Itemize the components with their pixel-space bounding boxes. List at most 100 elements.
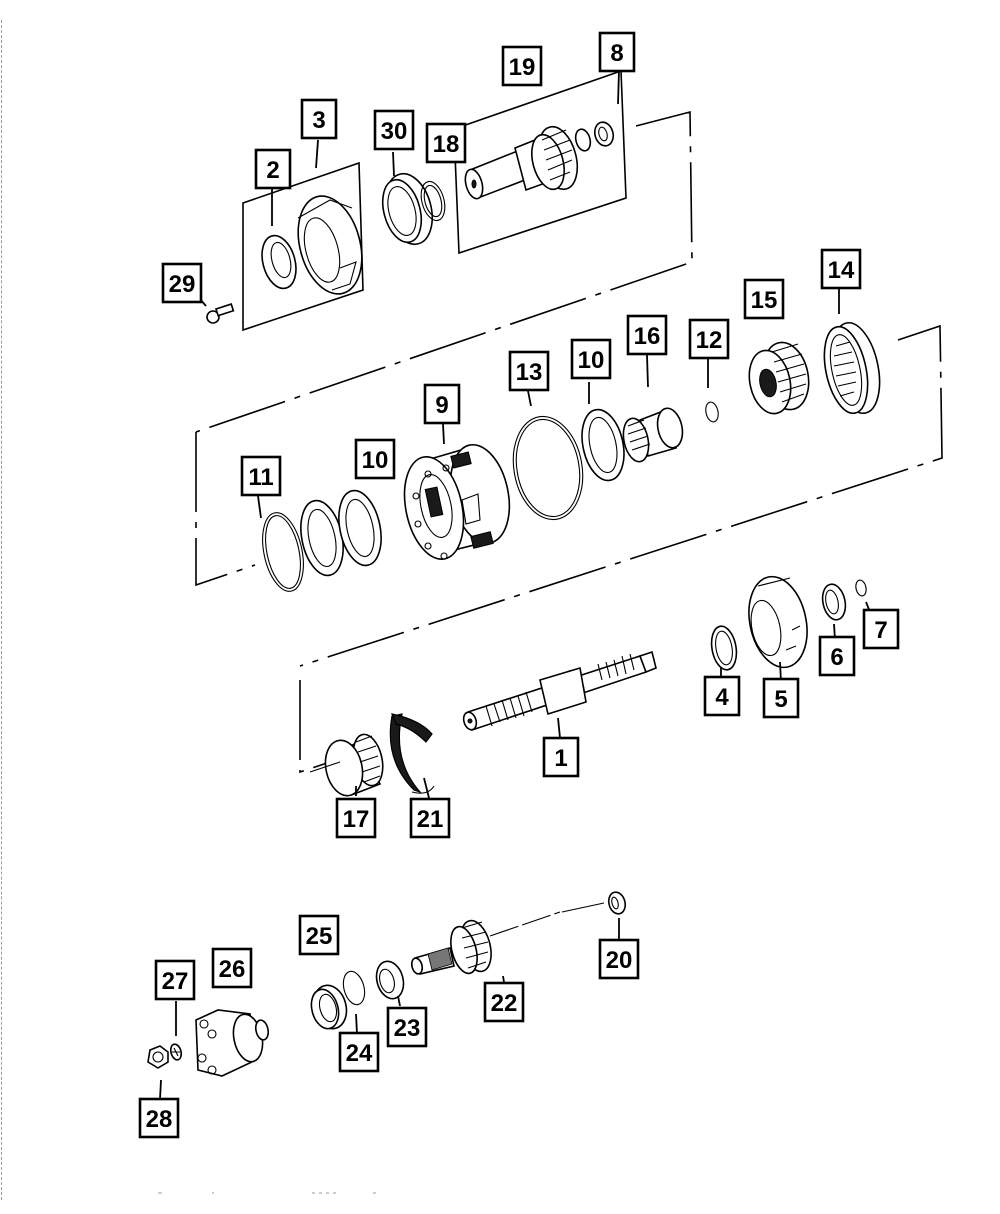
leader-13	[527, 390, 532, 407]
callout-20-label: 20	[606, 947, 633, 974]
callout-10b[interactable]: 10	[354, 438, 396, 480]
callout-28[interactable]: 28	[138, 1097, 180, 1139]
callout-24[interactable]: 24	[338, 1031, 380, 1073]
leader-3	[315, 139, 319, 169]
callout-22[interactable]: 22	[483, 981, 525, 1023]
callout-10a[interactable]: 10	[570, 338, 612, 380]
callout-14-label: 14	[828, 257, 855, 284]
parts-artwork	[147, 121, 881, 1077]
assembly-outline-lower	[299, 680, 331, 774]
callout-25-label: 25	[306, 923, 333, 950]
part-3-retainer	[297, 195, 363, 295]
callout-19[interactable]: 19	[501, 45, 543, 87]
callout-22-label: 22	[491, 990, 518, 1017]
part-25-seal	[310, 984, 348, 1030]
leader-16	[646, 354, 649, 388]
callout-3[interactable]: 3	[300, 98, 338, 140]
callout-12[interactable]: 12	[688, 318, 730, 360]
callout-17[interactable]: 17	[335, 797, 377, 839]
part-19-input-gear	[464, 125, 579, 200]
callout-19-label: 19	[509, 54, 536, 81]
part-22-output-shaft	[410, 911, 561, 975]
part-2-seal	[261, 234, 297, 290]
callout-27[interactable]: 27	[154, 959, 196, 1001]
leader-8	[617, 69, 620, 105]
part-27-washer	[169, 1043, 183, 1061]
leader-22	[502, 975, 505, 983]
part-28-nut	[147, 1045, 169, 1069]
callout-30[interactable]: 30	[373, 109, 415, 151]
kit-outline-19-8	[453, 69, 627, 255]
assembly-outline-middle	[195, 432, 256, 587]
leader-21	[423, 777, 430, 799]
part-23-bearing	[375, 960, 405, 1000]
callout-7[interactable]: 7	[862, 608, 900, 650]
leader-9	[442, 423, 445, 445]
callout-30-label: 30	[381, 118, 408, 145]
callout-24-label: 24	[346, 1040, 373, 1067]
callout-13-label: 13	[516, 359, 543, 386]
part-12-snap-ring	[705, 401, 719, 423]
callout-12-label: 12	[696, 327, 723, 354]
callout-27-label: 27	[162, 968, 189, 995]
assembly-outline-upper	[195, 110, 693, 433]
part-1-mainshaft	[462, 650, 657, 732]
callout-28-label: 28	[146, 1106, 173, 1133]
callout-20[interactable]: 20	[598, 938, 640, 980]
callout-15[interactable]: 15	[743, 278, 785, 320]
part-15-hub-gear	[748, 341, 810, 415]
callout-16-label: 16	[634, 323, 661, 350]
callout-21[interactable]: 21	[409, 797, 451, 839]
part-10-thrust-washer-left	[300, 489, 382, 577]
callout-13[interactable]: 13	[508, 350, 550, 392]
callout-1[interactable]: 1	[542, 736, 580, 778]
callout-26-label: 26	[219, 956, 246, 983]
part-20-bearing	[561, 891, 627, 915]
callout-17-label: 17	[343, 806, 370, 833]
callout-10b-label: 10	[362, 447, 389, 474]
callout-9[interactable]: 9	[423, 383, 461, 425]
callout-2-label: 2	[266, 157, 279, 184]
callout-1-label: 1	[554, 745, 567, 772]
callout-18-label: 18	[433, 131, 460, 158]
callout-23-label: 23	[394, 1015, 421, 1042]
callout-26[interactable]: 26	[211, 947, 253, 989]
callout-29-label: 29	[169, 271, 196, 298]
callout-4-label: 4	[715, 684, 729, 711]
callout-11-label: 11	[248, 464, 273, 491]
callout-11[interactable]: 11	[240, 455, 282, 497]
callout-18[interactable]: 18	[425, 122, 467, 164]
callout-21-label: 21	[417, 806, 444, 833]
part-13-o-ring	[512, 415, 584, 521]
leader-28	[159, 1079, 162, 1100]
callout-8[interactable]: 8	[598, 31, 636, 73]
leader-11	[257, 495, 262, 519]
leader-1	[557, 717, 561, 739]
callout-2[interactable]: 2	[254, 148, 292, 190]
part-29-bolt	[206, 303, 235, 324]
leader-23	[397, 995, 401, 1007]
part-9-planetary-carrier	[403, 443, 511, 560]
part-26-yoke	[195, 1009, 270, 1077]
leader-30	[392, 151, 395, 177]
part-4-washer	[710, 625, 738, 671]
part-10-thrust-washer-right	[581, 408, 625, 482]
callout-23[interactable]: 23	[386, 1006, 428, 1048]
callout-5[interactable]: 5	[762, 677, 800, 719]
callout-25[interactable]: 25	[298, 914, 340, 956]
group-outlines	[195, 69, 943, 774]
callout-14[interactable]: 14	[820, 248, 862, 290]
callout-16[interactable]: 16	[626, 314, 668, 356]
part-30-bearing	[381, 172, 434, 246]
leader-24	[355, 1013, 358, 1035]
part-16-sun-gear	[622, 407, 684, 463]
callout-9-label: 9	[435, 392, 448, 419]
callout-6[interactable]: 6	[818, 635, 856, 677]
callout-6-label: 6	[830, 644, 843, 671]
callout-4[interactable]: 4	[703, 675, 741, 717]
callout-8-label: 8	[610, 40, 623, 67]
callout-29[interactable]: 29	[161, 262, 203, 304]
part-21-drive-chain	[389, 713, 435, 794]
part-8-bearing	[574, 121, 615, 152]
